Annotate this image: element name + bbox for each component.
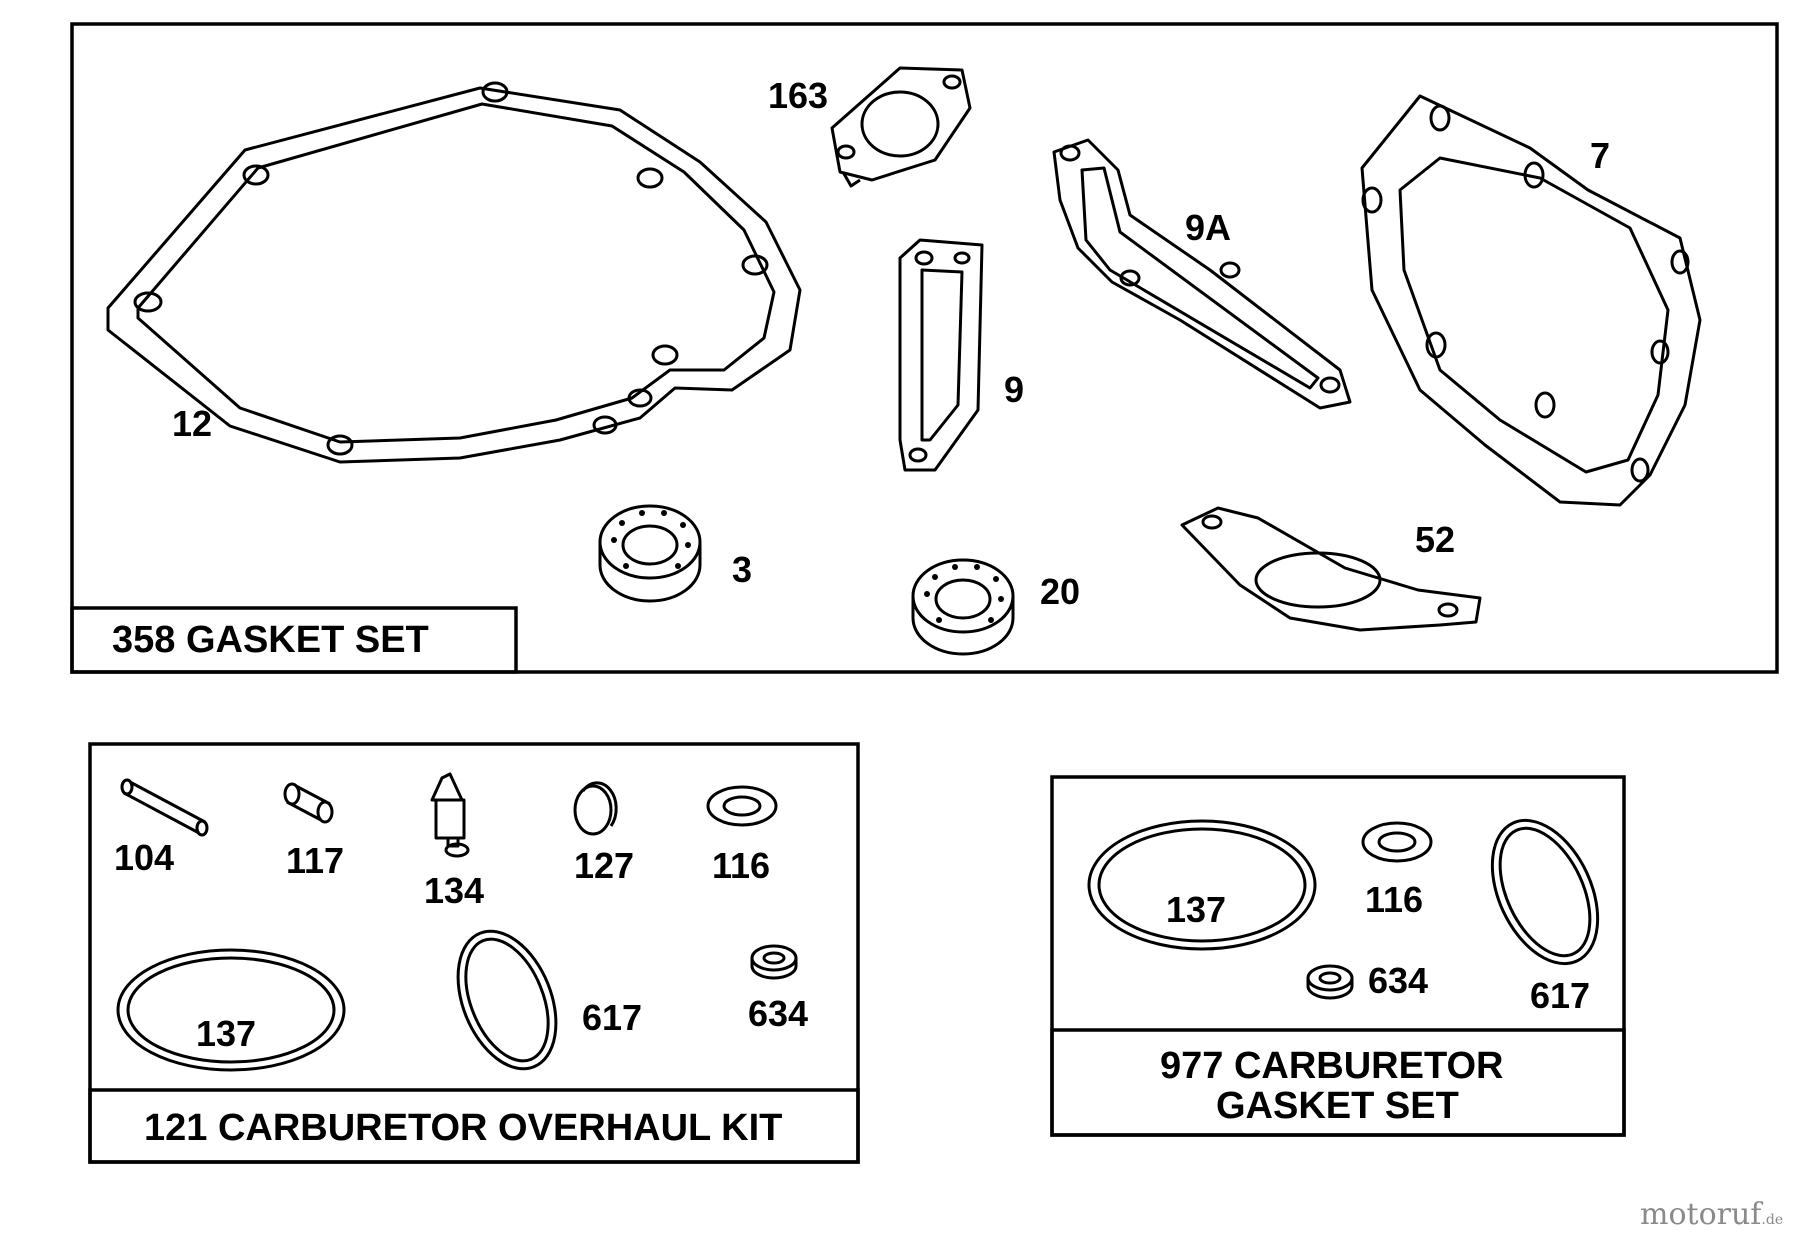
part-label-634: 634 <box>748 993 808 1034</box>
carb-gasket-set-title-line2: GASKET SET <box>1216 1085 1459 1127</box>
inlet-needle-part-134 <box>430 772 470 858</box>
overhaul-kit-title: 121 CARBURETOR OVERHAUL KIT <box>144 1107 782 1149</box>
muffler-gasket-part <box>1180 506 1482 632</box>
carb-gasket-set-box <box>1050 775 1626 1137</box>
part-label-127: 127 <box>574 845 634 886</box>
washer-part-116 <box>706 785 778 827</box>
pin-part-104 <box>120 778 209 837</box>
part-label-7: 7 <box>1590 135 1610 176</box>
breather-gasket-part <box>898 238 984 472</box>
bowl-gasket-part-137 <box>116 948 346 1072</box>
watermark-main: motoruf <box>1640 1197 1763 1232</box>
part-label-3: 3 <box>732 549 752 590</box>
intake-gasket-part <box>1052 138 1352 410</box>
part-label-617-b: 617 <box>1530 975 1590 1016</box>
o-ring-part-617-b <box>1490 818 1600 966</box>
washer-part-634-b <box>1306 964 1354 1000</box>
watermark-suffix: .de <box>1761 1212 1783 1228</box>
part-label-634-b: 634 <box>1368 960 1428 1001</box>
part-label-116-b: 116 <box>1365 879 1423 920</box>
washer-part-116-b <box>1361 821 1433 863</box>
part-label-617: 617 <box>582 997 642 1038</box>
bowl-gasket-part-137-b <box>1087 819 1317 951</box>
part-label-117: 117 <box>286 840 344 881</box>
exhaust-flange-gasket-part <box>830 66 972 188</box>
part-label-12: 12 <box>172 403 212 444</box>
part-label-137-b: 137 <box>1166 889 1226 930</box>
o-ring-part-617 <box>456 929 558 1071</box>
part-label-9a: 9A <box>1185 207 1231 248</box>
overhaul-kit-box <box>88 742 860 1164</box>
part-label-104: 104 <box>114 837 174 878</box>
part-label-163: 163 <box>768 75 828 116</box>
watermark-logo: motoruf.de <box>1640 1197 1783 1232</box>
gasket-set-box <box>70 22 1779 674</box>
crankcase-gasket-part <box>106 81 802 464</box>
part-label-134: 134 <box>424 870 484 911</box>
gasket-set-title: 358 GASKET SET <box>112 619 429 661</box>
cylinder-head-gasket-part <box>1360 94 1702 507</box>
part-label-20: 20 <box>1040 571 1080 612</box>
part-label-116: 116 <box>712 845 770 886</box>
part-label-137: 137 <box>196 1013 256 1054</box>
part-label-9: 9 <box>1004 369 1024 410</box>
oil-seal-part-3 <box>598 504 702 603</box>
oil-seal-part-20 <box>911 558 1015 656</box>
part-label-52: 52 <box>1415 519 1455 560</box>
washer-part-634 <box>750 944 798 980</box>
pin-part-117 <box>283 782 334 824</box>
carb-gasket-set-title-line1: 977 CARBURETOR <box>1160 1045 1503 1087</box>
welch-plug-part-127 <box>573 781 618 836</box>
